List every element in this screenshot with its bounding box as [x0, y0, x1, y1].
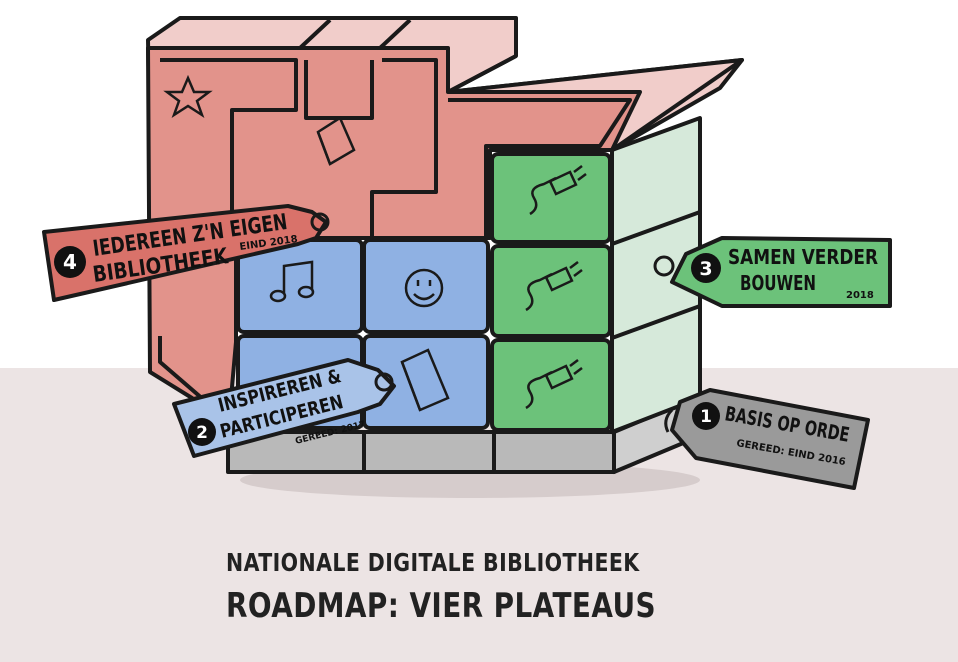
tag-3-title-line2: BOUWEN [740, 271, 816, 295]
tag-3-number: 3 [699, 258, 712, 280]
tag-1-number-circle [692, 402, 720, 430]
tag-1-number: 1 [700, 407, 712, 427]
tag-3-date: 2018 [846, 290, 874, 301]
caption-title: ROADMAP: VIER PLATEAUS [226, 586, 657, 626]
smiley-icon [404, 268, 444, 308]
tag-3-title-line1: SAMEN VERDER [728, 245, 878, 269]
star-icon [163, 74, 213, 119]
plug-icon [525, 261, 583, 312]
blue-cell-smiley [362, 238, 490, 334]
green-cell-2 [490, 244, 612, 338]
tag-2-number-circle [188, 418, 216, 446]
tag-3-number-circle [691, 253, 721, 283]
plug-icon [525, 359, 583, 410]
plateau-tag-1: 1 BASIS OP ORDE GEREED: EIND 2016 [664, 388, 870, 490]
plug-icon [529, 165, 587, 216]
green-cell-1 [490, 152, 612, 244]
music-note-icon [269, 260, 315, 303]
caption-subtitle: NATIONALE DIGITALE BIBLIOTHEEK [226, 548, 640, 577]
tag-4-number-circle [54, 246, 86, 278]
tag-4-number: 4 [63, 250, 77, 274]
plateau-tag-3: 3 SAMEN VERDER BOUWEN 2018 [653, 236, 892, 308]
book-icon [316, 116, 356, 166]
book-icon [400, 348, 450, 412]
tag-2-number: 2 [196, 423, 208, 443]
